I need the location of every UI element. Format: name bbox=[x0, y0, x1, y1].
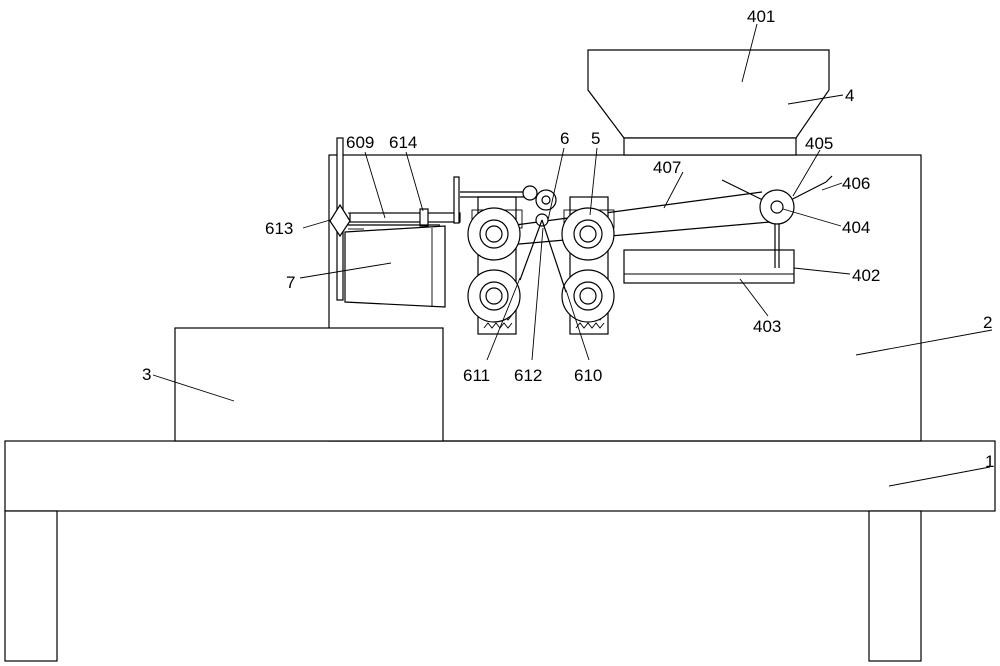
label-6: 6 bbox=[560, 129, 569, 148]
tray bbox=[623, 249, 795, 284]
label-3: 3 bbox=[142, 365, 151, 384]
hopper bbox=[587, 49, 830, 156]
label-609: 609 bbox=[346, 133, 374, 152]
base-table bbox=[4, 440, 996, 662]
wheel-assembly bbox=[721, 175, 833, 268]
side-box bbox=[174, 327, 444, 442]
label-2: 2 bbox=[983, 313, 992, 332]
label-1: 1 bbox=[985, 452, 994, 471]
belt bbox=[507, 191, 771, 246]
label-7: 7 bbox=[286, 273, 295, 292]
label-5: 5 bbox=[591, 129, 600, 148]
roller-frame-left bbox=[467, 196, 523, 335]
label-4: 4 bbox=[845, 86, 854, 105]
label-613: 613 bbox=[265, 219, 293, 238]
funnel-container bbox=[344, 225, 446, 308]
label-401: 401 bbox=[747, 7, 775, 26]
label-405: 405 bbox=[805, 134, 833, 153]
label-610: 610 bbox=[574, 366, 602, 385]
label-612: 612 bbox=[514, 366, 542, 385]
shaft-assembly bbox=[340, 176, 461, 227]
label-407: 407 bbox=[653, 158, 681, 177]
label-403: 403 bbox=[753, 317, 781, 336]
disc-rod bbox=[329, 137, 364, 301]
label-611: 611 bbox=[463, 366, 490, 385]
leader-lines bbox=[152, 23, 993, 487]
label-402: 402 bbox=[852, 266, 880, 285]
label-404: 404 bbox=[842, 218, 870, 237]
label-614: 614 bbox=[389, 133, 417, 152]
roller-frame-right bbox=[561, 196, 615, 335]
label-406: 406 bbox=[842, 174, 870, 193]
